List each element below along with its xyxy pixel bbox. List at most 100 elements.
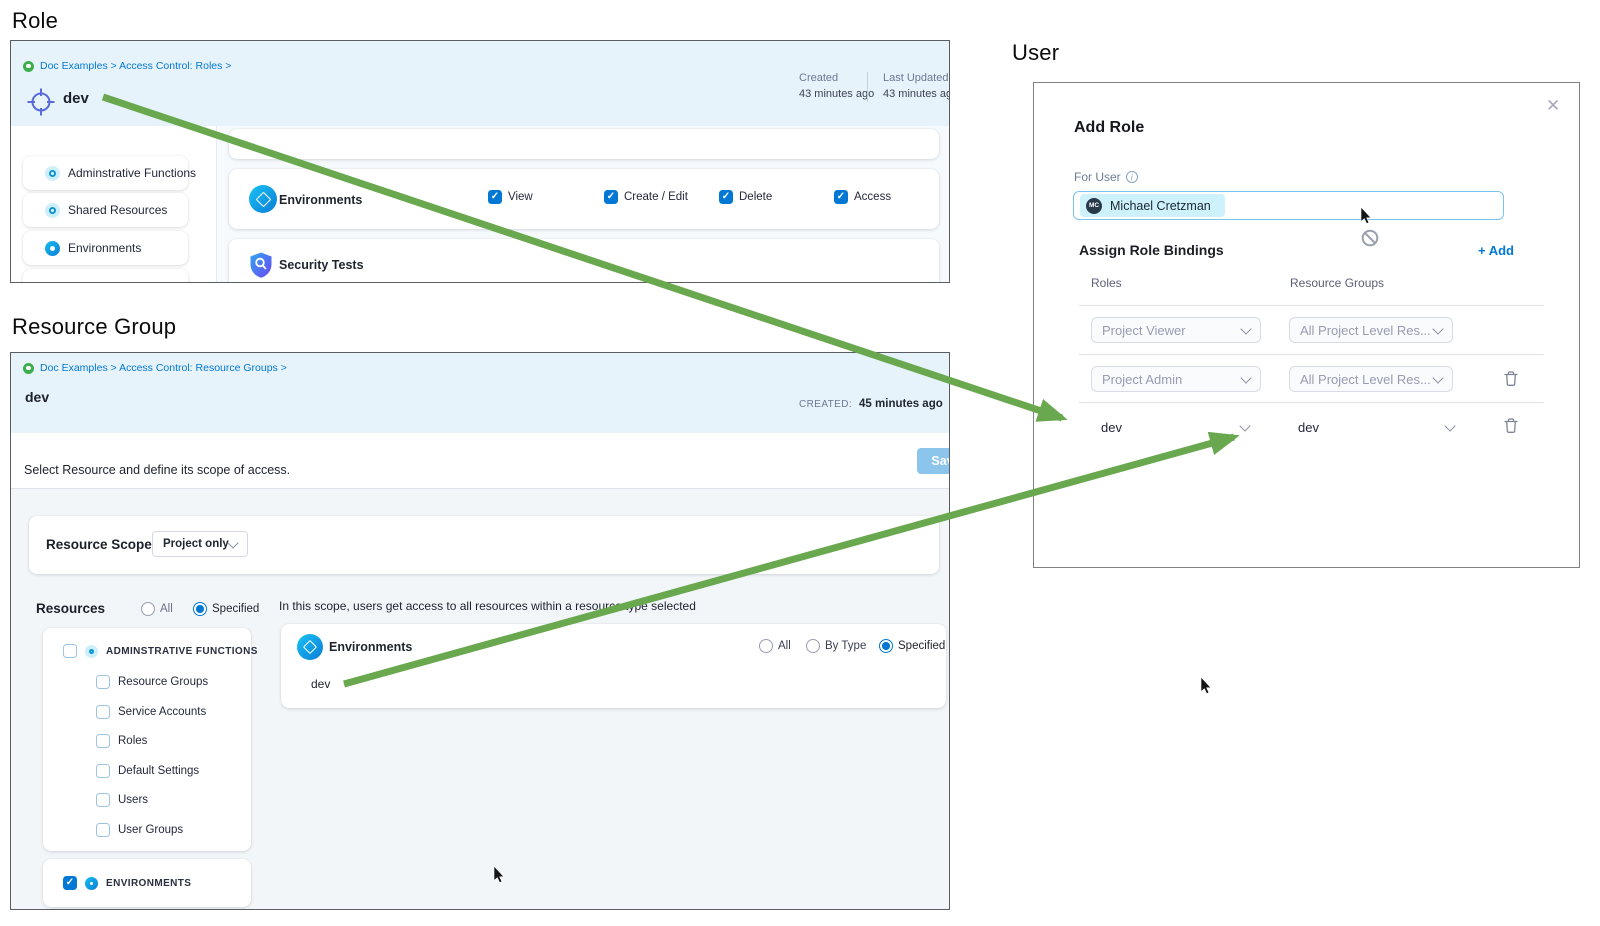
environments-icon (297, 634, 323, 660)
resource-group-panel: Doc Examples > Access Control: Resource … (10, 352, 950, 910)
chevron-down-icon[interactable] (1239, 420, 1251, 432)
radio-on-icon (879, 639, 893, 653)
resource-group-breadcrumb-text: Doc Examples > Access Control: Resource … (40, 362, 287, 374)
role-panel: Doc Examples > Access Control: Roles > d… (10, 40, 950, 283)
role-section-heading: Role (12, 8, 59, 33)
resource-groups-column-header: Resource Groups (1290, 276, 1385, 290)
tree-item-user-groups: User Groups (96, 823, 183, 837)
for-user-input[interactable]: MC Michael Cretzman (1073, 191, 1504, 220)
resource-group-section-heading: Resource Group (12, 314, 177, 339)
group-select-row2[interactable]: All Project Level Res... (1289, 366, 1453, 392)
resources-radio-specified[interactable]: Specified (193, 602, 259, 616)
role-header: Doc Examples > Access Control: Roles > d… (11, 41, 949, 126)
resource-group-meta: CREATED: 45 minutes ago | LAST UPDATED: (799, 398, 943, 410)
row-divider (1079, 305, 1544, 306)
env-radio-all[interactable]: All (759, 639, 791, 653)
checkbox-unchecked-icon[interactable] (96, 793, 110, 807)
checkbox-checked-icon (604, 190, 618, 204)
sidebar-item-administrative-functions[interactable]: Adminstrative Functions (23, 156, 196, 190)
environments-tree-row: ENVIRONMENTS (63, 876, 191, 890)
resource-group-breadcrumb[interactable]: Doc Examples > Access Control: Resource … (23, 362, 287, 374)
checkbox-unchecked-icon[interactable] (96, 764, 110, 778)
checkbox-checked-icon (488, 190, 502, 204)
chevron-down-icon (227, 536, 239, 549)
role-select-row2[interactable]: Project Admin (1091, 366, 1261, 392)
project-icon (23, 60, 34, 72)
avatar: MC (1086, 197, 1102, 214)
resource-group-header: Doc Examples > Access Control: Resource … (11, 353, 949, 433)
close-icon[interactable] (1546, 97, 1560, 114)
role-meta-created: Created 43 minutes ago (799, 72, 875, 100)
sidebar-item-shared-resources[interactable]: Shared Resources (23, 193, 188, 227)
resource-scope-card: Resource Scope Project only (29, 516, 939, 574)
env-radio-by-type[interactable]: By Type (806, 639, 866, 653)
chevron-down-icon[interactable] (1444, 420, 1456, 432)
role-title: dev (63, 90, 89, 107)
for-user-label: For User (1074, 170, 1121, 184)
radio-off-icon (806, 639, 820, 653)
tree-item-default-settings: Default Settings (96, 764, 199, 778)
chevron-down-icon (1432, 322, 1444, 335)
permission-row-environments: Environments View Create / Edit Delete A… (229, 169, 939, 229)
environments-icon (45, 240, 60, 256)
tree-header-row: ADMINSTRATIVE FUNCTIONS (63, 644, 258, 658)
resource-category-icon (85, 644, 98, 658)
cursor-arrow-icon (1200, 676, 1212, 694)
permission-create-edit-checkbox[interactable]: Create / Edit (604, 190, 688, 204)
user-chip[interactable]: MC Michael Cretzman (1080, 194, 1225, 217)
resource-category-icon (45, 202, 60, 218)
environments-icon (85, 876, 98, 890)
save-button[interactable]: Save (917, 448, 949, 474)
checkbox-unchecked-icon[interactable] (96, 705, 110, 719)
checkbox-unchecked-icon[interactable] (63, 644, 77, 658)
env-resource-dev: dev (311, 677, 331, 691)
admin-functions-tree-card: ADMINSTRATIVE FUNCTIONS Resource Groups … (43, 628, 257, 851)
tree-item-service-accounts: Service Accounts (96, 705, 206, 719)
radio-off-icon (759, 639, 773, 653)
roles-column-header: Roles (1091, 276, 1122, 290)
trash-icon[interactable] (1502, 370, 1520, 388)
checkbox-unchecked-icon[interactable] (96, 675, 110, 689)
resource-scope-label: Resource Scope (46, 537, 152, 552)
role-select-row1[interactable]: Project Viewer (1091, 317, 1261, 343)
sidebar-item-partial[interactable] (23, 269, 188, 282)
env-radio-specified[interactable]: Specified (879, 639, 945, 653)
chevron-down-icon (1240, 322, 1252, 335)
for-user-label-row: For User (1074, 170, 1138, 184)
resource-group-title: dev (25, 389, 50, 405)
group-select-row1[interactable]: All Project Level Res... (1289, 317, 1453, 343)
environments-icon (249, 185, 277, 213)
checkbox-checked-icon (719, 190, 733, 204)
checkbox-checked-icon[interactable] (63, 876, 77, 890)
permission-delete-checkbox[interactable]: Delete (719, 190, 772, 204)
role-select-row3[interactable]: dev (1101, 420, 1122, 435)
permission-row-security-tests: Security Tests (229, 239, 939, 282)
radio-off-icon (141, 602, 155, 616)
role-breadcrumb[interactable]: Doc Examples > Access Control: Roles > (23, 60, 231, 72)
modal-title: Add Role (1074, 119, 1145, 136)
permission-access-checkbox[interactable]: Access (834, 190, 891, 204)
add-binding-button[interactable]: + Add (1478, 243, 1514, 258)
trash-icon[interactable] (1502, 417, 1520, 435)
group-select-row3[interactable]: dev (1298, 420, 1319, 435)
permission-row-partial (229, 129, 939, 159)
assign-role-bindings-label: Assign Role Bindings (1079, 242, 1224, 258)
info-icon[interactable] (1125, 171, 1138, 183)
sidebar-item-environments[interactable]: Environments (23, 231, 188, 265)
resource-scope-select[interactable]: Project only (152, 531, 248, 557)
env-scope-card: Environments All By Type Specified dev (281, 624, 946, 708)
project-icon (23, 362, 34, 374)
chevron-down-icon (1240, 371, 1252, 384)
row-divider (1079, 402, 1544, 403)
checkbox-unchecked-icon[interactable] (96, 734, 110, 748)
scope-hint: In this scope, users get access to all r… (279, 599, 696, 613)
permission-view-checkbox[interactable]: View (488, 190, 533, 204)
tree-item-resource-groups: Resource Groups (96, 675, 208, 689)
resources-radio-all[interactable]: All (141, 602, 173, 616)
checkbox-unchecked-icon[interactable] (96, 823, 110, 837)
role-breadcrumb-text: Doc Examples > Access Control: Roles > (40, 60, 232, 72)
add-role-modal: Add Role For User MC Michael Cretzman As… (1033, 82, 1580, 568)
meta-divider (867, 72, 868, 102)
chevron-down-icon (1432, 371, 1444, 384)
role-target-icon (27, 88, 55, 116)
